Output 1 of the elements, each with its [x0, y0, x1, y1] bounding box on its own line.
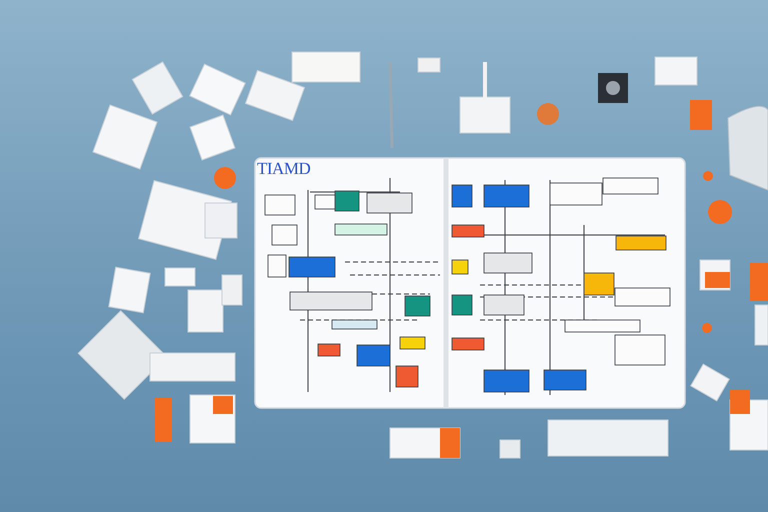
notebook-heading: TIAMD — [257, 160, 310, 177]
